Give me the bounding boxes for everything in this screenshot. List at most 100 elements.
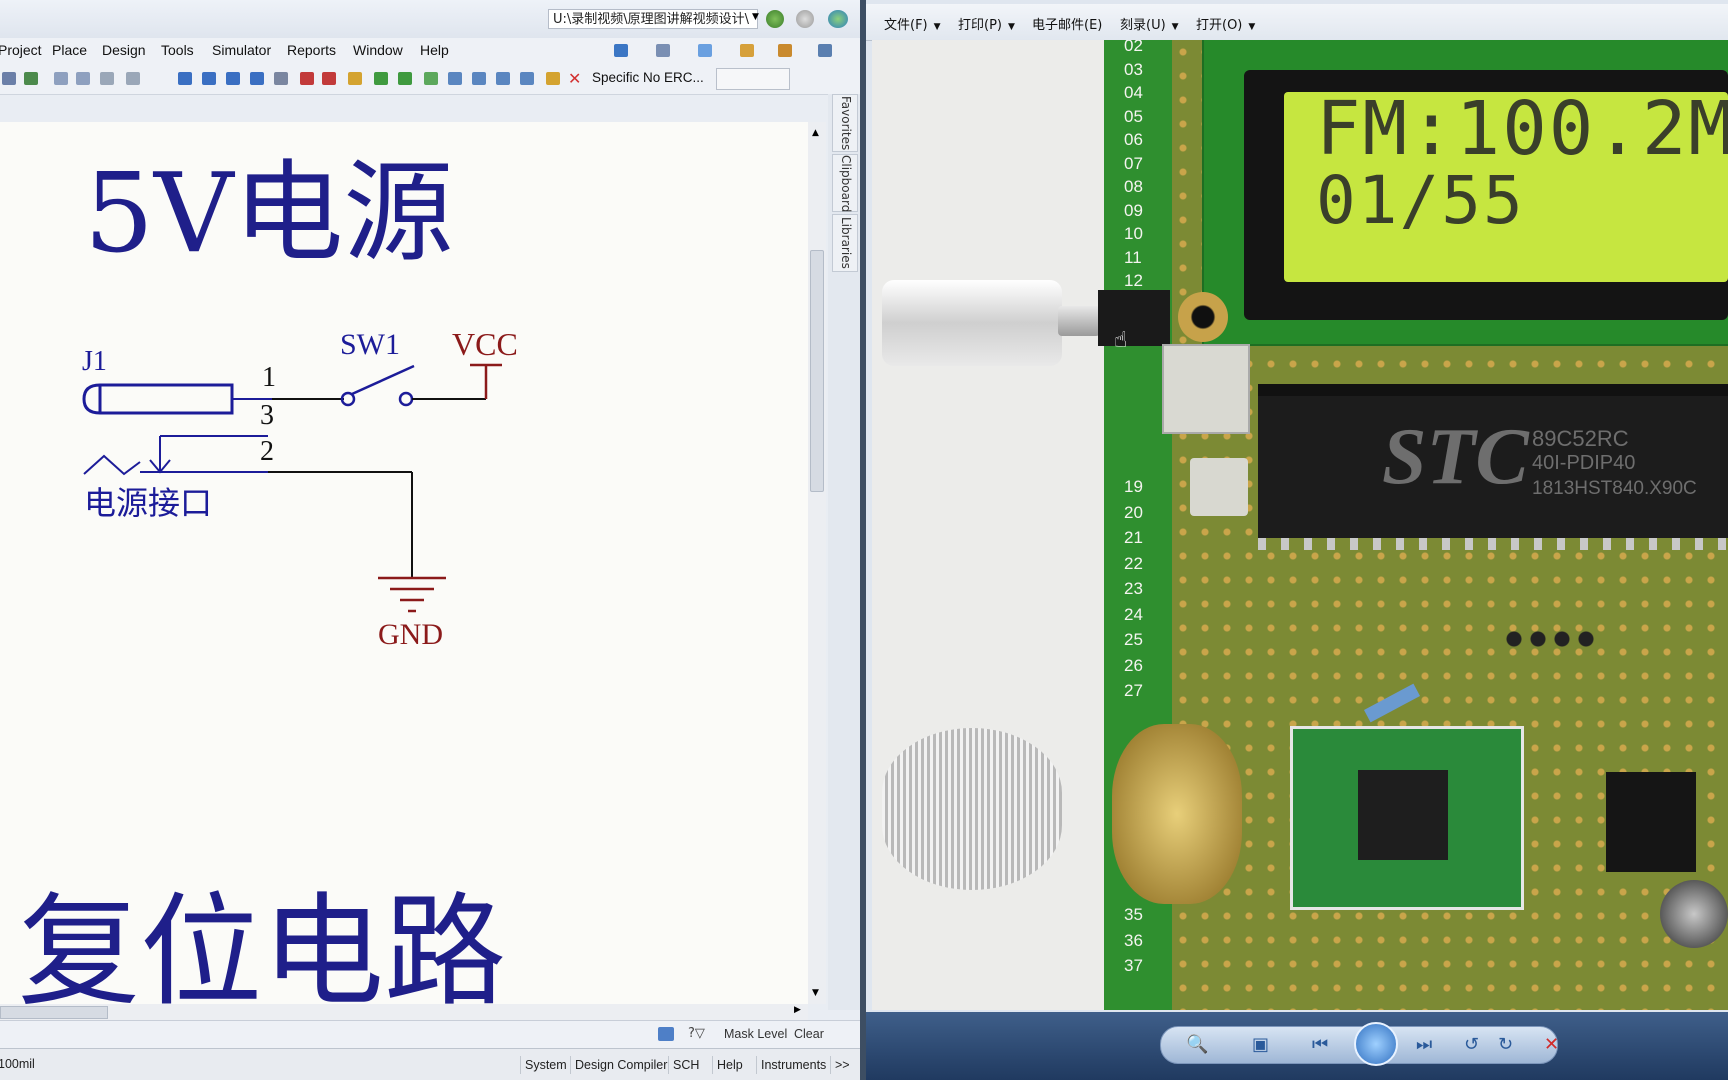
menu-open[interactable]: 打开(O)▼ — [1196, 14, 1255, 33]
harness-icon[interactable] — [496, 72, 510, 85]
zoom-select-icon[interactable] — [100, 72, 114, 85]
back-icon[interactable] — [766, 10, 784, 28]
zoom-fit-icon[interactable] — [54, 72, 68, 85]
side-panels: Favorites Clipboard Libraries — [828, 94, 860, 1010]
tab-favorites[interactable]: Favorites — [832, 94, 858, 152]
scroll-right-icon[interactable]: ▶ — [794, 1005, 801, 1015]
menu-file[interactable]: 文件(F)▼ — [884, 14, 941, 33]
directive-icon[interactable] — [520, 72, 534, 85]
fm-chip — [1358, 770, 1448, 860]
rotate-right-icon[interactable]: ↻ — [1498, 1034, 1514, 1055]
vertical-scrollbar[interactable]: ▲ ▼ — [808, 122, 826, 1004]
row-number: 26 — [1124, 655, 1143, 675]
row-number: 12 — [1124, 271, 1143, 290]
wire-tool-icon[interactable] — [614, 44, 628, 57]
clear-button[interactable]: Clear — [794, 1027, 824, 1041]
fit-icon[interactable]: ▣ — [1252, 1034, 1270, 1055]
gnd-port-icon[interactable] — [300, 72, 314, 85]
status-more[interactable]: >> — [830, 1056, 854, 1074]
menu-tools[interactable]: Tools — [161, 42, 194, 58]
next-icon[interactable]: ⏭ — [1416, 1034, 1433, 1055]
j1-designator: J1 — [82, 346, 107, 377]
row-number: 20 — [1124, 502, 1143, 522]
part-tool-icon[interactable] — [778, 44, 792, 57]
menu-window[interactable]: Window — [353, 42, 403, 58]
bus-icon[interactable] — [178, 72, 192, 85]
component-icon[interactable] — [348, 72, 362, 85]
menu-email[interactable]: 电子邮件(E) — [1032, 14, 1102, 33]
scroll-down-icon[interactable]: ▼ — [812, 988, 819, 998]
bus-entry-icon[interactable] — [202, 72, 216, 85]
power-section-title: 5V电源 — [84, 149, 454, 277]
menu-burn-label: 刻录(U) — [1120, 18, 1166, 33]
ground-tool-icon[interactable] — [698, 44, 712, 57]
horizontal-scroll-thumb[interactable] — [0, 1006, 108, 1019]
mask-level-button[interactable]: Mask Level — [724, 1027, 788, 1041]
menu-open-label: 打开(O) — [1196, 18, 1243, 33]
status-sch[interactable]: SCH — [668, 1056, 703, 1074]
menu-reports[interactable]: Reports — [287, 42, 337, 58]
path-field[interactable]: U:\录制视频\原理图讲解视频设计\ — [548, 9, 758, 29]
menu-print[interactable]: 打印(P)▼ — [958, 14, 1015, 33]
lcd-line-2: 01/55 — [1316, 162, 1525, 239]
wire-icon[interactable] — [226, 72, 240, 85]
vcc-port-icon[interactable] — [322, 72, 336, 85]
offsheet-icon[interactable] — [472, 72, 486, 85]
port-icon[interactable] — [448, 72, 462, 85]
align-icon[interactable] — [656, 44, 670, 57]
forward-icon[interactable] — [796, 10, 814, 28]
net-icon[interactable] — [274, 72, 288, 85]
chip-pins — [1258, 538, 1728, 550]
menu-simulator[interactable]: Simulator — [212, 42, 272, 58]
horizontal-scrollbar[interactable]: ▶ — [0, 1004, 808, 1020]
vertical-scroll-thumb[interactable] — [810, 250, 824, 492]
open-icon[interactable] — [2, 72, 16, 85]
slideshow-icon[interactable] — [1354, 1022, 1398, 1066]
menu-design[interactable]: Design — [102, 42, 146, 58]
status-system[interactable]: System — [520, 1056, 571, 1074]
zoom-icon[interactable]: 🔍 — [1186, 1034, 1209, 1055]
path-dropdown-icon[interactable]: ▼ — [752, 12, 759, 22]
globe-icon[interactable] — [828, 10, 848, 28]
tab-libraries[interactable]: Libraries — [832, 214, 858, 272]
menu-project[interactable]: Project — [0, 42, 42, 58]
chip-line-3: 1813HST840.X90C — [1532, 478, 1697, 499]
status-design-compiler[interactable]: Design Compiler — [570, 1056, 671, 1074]
chevron-down-icon: ▼ — [1171, 22, 1179, 32]
menu-help[interactable]: Help — [420, 42, 449, 58]
status-instruments[interactable]: Instruments — [756, 1056, 830, 1074]
row-number: 06 — [1124, 130, 1143, 149]
delete-icon[interactable]: ✕ — [1544, 1034, 1560, 1055]
save-icon[interactable] — [24, 72, 38, 85]
row-number: 19 — [1124, 477, 1143, 496]
no-erc-icon[interactable]: ✕ — [568, 69, 582, 88]
grid-icon[interactable] — [818, 44, 832, 57]
grid-readout: 100mil — [0, 1057, 35, 1071]
sheet-symbol-icon[interactable] — [374, 72, 388, 85]
menu-place[interactable]: Place — [52, 42, 88, 58]
row-number: 23 — [1124, 579, 1143, 598]
rotate-left-icon[interactable]: ↺ — [1464, 1034, 1480, 1055]
erc-directive-icon[interactable] — [546, 72, 560, 85]
menu-burn[interactable]: 刻录(U) ▼ — [1120, 14, 1179, 33]
status-help[interactable]: Help — [712, 1056, 747, 1074]
device-sheet-icon[interactable] — [424, 72, 438, 85]
no-erc-label[interactable]: Specific No ERC... — [592, 70, 704, 85]
mounting-hole — [1178, 292, 1228, 342]
highlight-icon[interactable] — [658, 1027, 674, 1041]
zoom-icon[interactable] — [126, 72, 140, 85]
row-number: 02 — [1124, 40, 1143, 55]
sheet-entry-icon[interactable] — [398, 72, 412, 85]
erc-select[interactable] — [716, 68, 790, 90]
power-tool-icon[interactable] — [740, 44, 754, 57]
schematic-canvas[interactable]: 5V电源 — [0, 122, 808, 1004]
row-number: 36 — [1124, 930, 1143, 950]
resistor-network — [1502, 630, 1598, 648]
filter-icon[interactable]: ?▽ — [688, 1026, 705, 1041]
net-label-icon[interactable] — [250, 72, 264, 85]
zoom-area-icon[interactable] — [76, 72, 90, 85]
tab-clipboard[interactable]: Clipboard — [832, 154, 858, 212]
chip-model: 89C52RC — [1532, 426, 1629, 451]
prev-icon[interactable]: ⏮ — [1312, 1034, 1329, 1055]
scroll-up-icon[interactable]: ▲ — [812, 128, 819, 138]
